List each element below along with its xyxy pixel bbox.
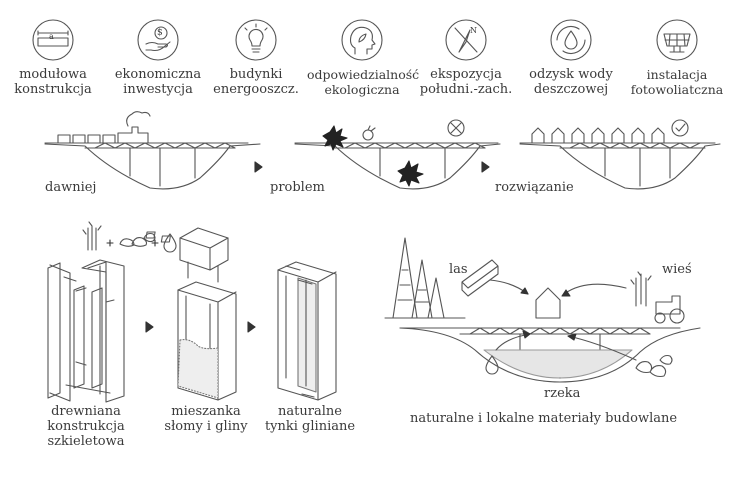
- icon-photovoltaic: [656, 19, 698, 61]
- stage-label-problem: problem: [270, 180, 325, 195]
- arrow-past-to-problem: [254, 161, 263, 173]
- compass-north-glyph: N: [470, 26, 477, 35]
- scene-label-village: wieś: [662, 262, 692, 277]
- scene-caption: naturalne i lokalne materiały budowlane: [410, 411, 678, 426]
- stage-past-diagram: [44, 111, 261, 190]
- scene-label-river: rzeka: [544, 386, 581, 401]
- dollar-glyph: $: [157, 28, 163, 38]
- stage-label-solution: rozwiązanie: [495, 180, 574, 195]
- stones-icon: [119, 232, 156, 247]
- icon-modular-construction: [32, 19, 74, 61]
- timber-frame-diagram: [47, 259, 125, 403]
- icon-energy-efficient: [235, 19, 277, 61]
- straw-clay-wall-diagram: [145, 227, 237, 401]
- scene-label-forest: las: [449, 262, 468, 277]
- icon-rainwater-recovery: [550, 19, 592, 61]
- icon-ecological-responsibility: [341, 19, 383, 61]
- icon-southwest-exposure: [445, 19, 487, 61]
- local-materials-scene: [384, 237, 701, 383]
- width-dimension-glyph: a: [49, 32, 54, 41]
- arrow-frame-to-mix: [145, 321, 154, 333]
- straw-icon: [82, 221, 102, 251]
- clay-plaster-wall-diagram: [277, 261, 337, 401]
- stage-label-past: dawniej: [45, 180, 97, 195]
- stage-solution-diagram: [519, 119, 721, 190]
- plus-signs: [106, 239, 159, 247]
- arrow-mix-to-plaster: [247, 321, 256, 333]
- stage-problem-diagram: [294, 119, 501, 190]
- arrow-problem-to-solution: [481, 161, 490, 173]
- icon-economic-investment: [137, 19, 179, 61]
